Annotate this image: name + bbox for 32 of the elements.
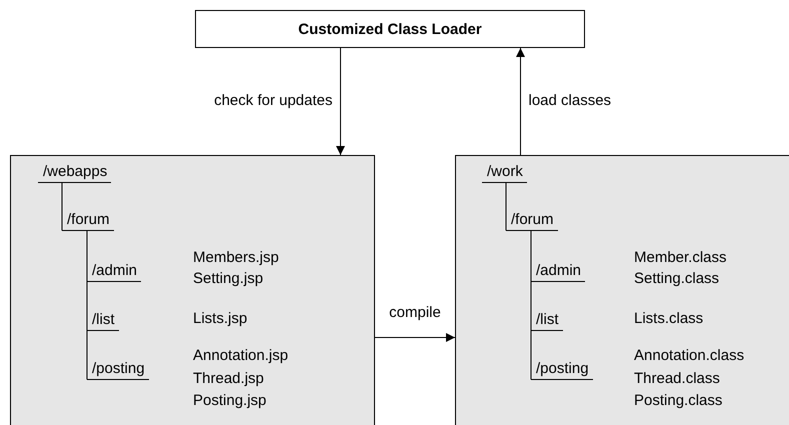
file-name: Lists.jsp bbox=[193, 310, 248, 328]
folder-name: /forum bbox=[62, 211, 114, 231]
arrow bbox=[336, 48, 345, 156]
tree-line bbox=[86, 230, 88, 380]
folder-name: /posting bbox=[531, 360, 593, 380]
file-name: Setting.class bbox=[634, 270, 720, 288]
file-name: Members.jsp bbox=[193, 249, 279, 267]
file-name: Annotation.jsp bbox=[193, 347, 288, 365]
file-name: Member.class bbox=[634, 249, 727, 267]
folder-name: /admin bbox=[531, 262, 586, 282]
arrow bbox=[516, 48, 525, 156]
file-name: Posting.jsp bbox=[193, 392, 266, 410]
folder-name: /admin bbox=[87, 262, 142, 282]
folder-name: /work bbox=[482, 163, 527, 183]
arrow bbox=[374, 333, 456, 342]
class-loader-box: Customized Class Loader bbox=[195, 10, 585, 48]
file-name: Lists.class bbox=[634, 310, 704, 328]
tree-line bbox=[530, 230, 532, 380]
file-name: Thread.jsp bbox=[193, 370, 264, 388]
edge-label: compile bbox=[387, 304, 443, 322]
file-name: Posting.class bbox=[634, 392, 722, 410]
folder-name: /webapps bbox=[38, 163, 112, 183]
folder-name: /posting bbox=[87, 360, 149, 380]
directory-panel bbox=[455, 155, 789, 425]
directory-panel bbox=[10, 155, 375, 425]
file-name: Thread.class bbox=[634, 370, 720, 388]
file-name: Annotation.class bbox=[634, 347, 744, 365]
folder-name: /list bbox=[531, 311, 562, 331]
folder-name: /list bbox=[87, 311, 118, 331]
edge-label: check for updates bbox=[212, 92, 334, 110]
file-name: Setting.jsp bbox=[193, 270, 264, 288]
folder-name: /forum bbox=[506, 211, 558, 231]
